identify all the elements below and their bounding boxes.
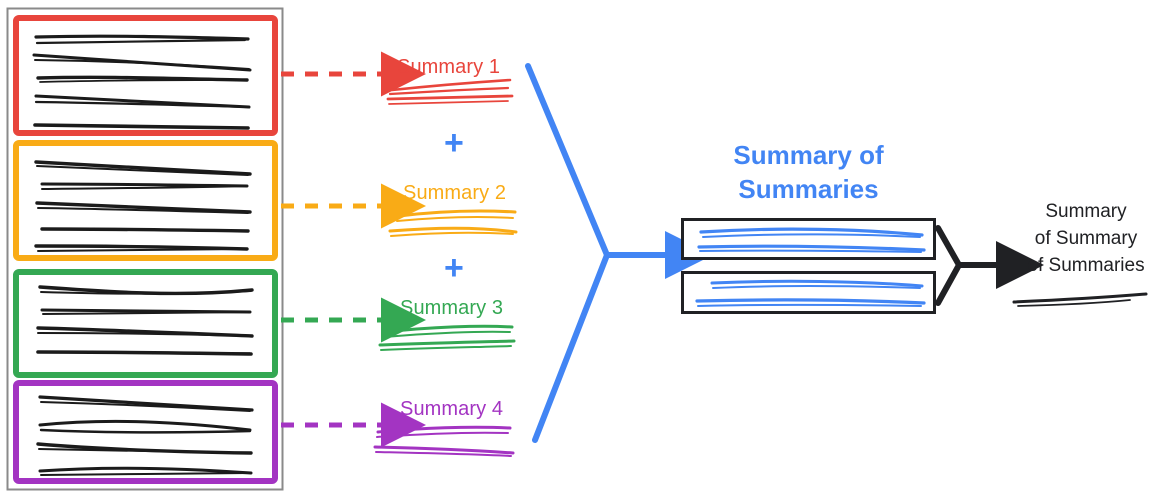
summary-squiggle-1 — [386, 78, 514, 105]
blue-merge-funnel — [525, 63, 713, 443]
summary-4-label: Summary 4 — [400, 398, 504, 420]
summary-1-label: Summary 1 — [397, 56, 501, 78]
black-merge-chevron — [935, 225, 1044, 306]
sos-title-line-1: Summary of — [733, 140, 884, 170]
source-documents-container — [6, 7, 284, 491]
summary-3-label: Summary 3 — [400, 297, 504, 319]
document-lines-3 — [36, 285, 254, 356]
document-group-3[interactable] — [13, 269, 426, 378]
document-group-1[interactable] — [13, 15, 426, 136]
plus-icon-1: + — [444, 124, 464, 162]
final-output-title: Summary of Summary of Summaries — [1006, 198, 1166, 279]
sos-squiggle-1 — [697, 227, 926, 253]
plus-icon-2: + — [444, 249, 464, 287]
sos-box-2[interactable] — [681, 271, 936, 314]
document-lines-2 — [34, 160, 252, 252]
sos-squiggle-2 — [695, 279, 926, 307]
document-group-2[interactable] — [13, 140, 426, 261]
sos-title-line-2: Summaries — [738, 174, 879, 204]
final-title-line-1: Summary — [1045, 201, 1127, 222]
document-lines-4 — [36, 395, 254, 476]
summary-squiggle-3 — [378, 324, 516, 351]
final-title-line-3: of Summaries — [1027, 255, 1145, 276]
summary-of-summaries-title: Summary of Summaries — [686, 138, 931, 206]
sos-box-1[interactable] — [681, 218, 936, 260]
summary-squiggle-2 — [388, 209, 518, 237]
document-group-4[interactable] — [13, 380, 426, 484]
final-title-line-2: of Summary — [1034, 228, 1138, 249]
summary-2-label: Summary 2 — [403, 182, 507, 204]
final-squiggle — [1012, 292, 1148, 307]
document-lines-1 — [32, 34, 252, 130]
summary-squiggle-4 — [373, 425, 515, 457]
